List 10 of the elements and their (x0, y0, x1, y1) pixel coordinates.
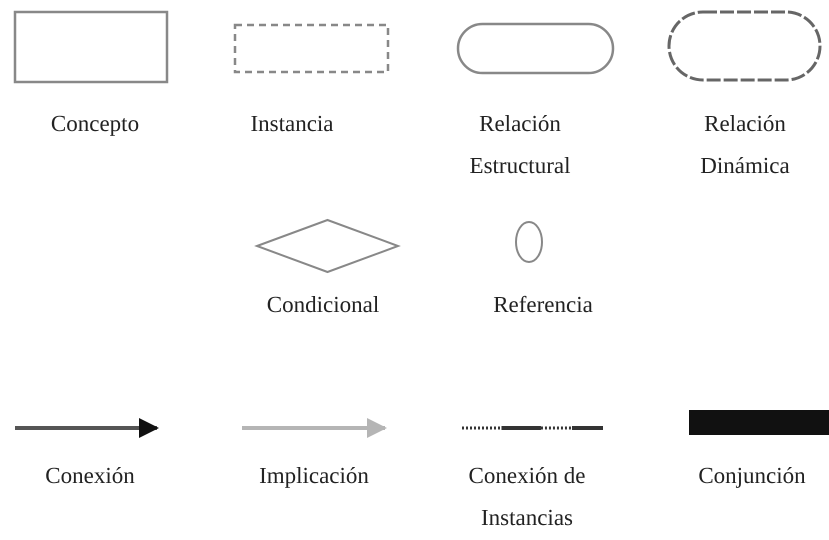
legend-label: Concepto (50, 110, 140, 138)
legend-label: Referencia (492, 291, 594, 319)
legend-label: Instancia (249, 110, 334, 138)
legend-label: Relación Estructural (468, 110, 572, 180)
legend-label: Relación Dinámica (699, 110, 791, 180)
legend-label: Conjunción (697, 462, 807, 490)
legend-label: Condicional (266, 291, 380, 319)
legend-label: Implicación (258, 462, 370, 490)
legend-label: Conexión (44, 462, 136, 490)
legend-label: Conexión de Instancias (468, 462, 586, 532)
